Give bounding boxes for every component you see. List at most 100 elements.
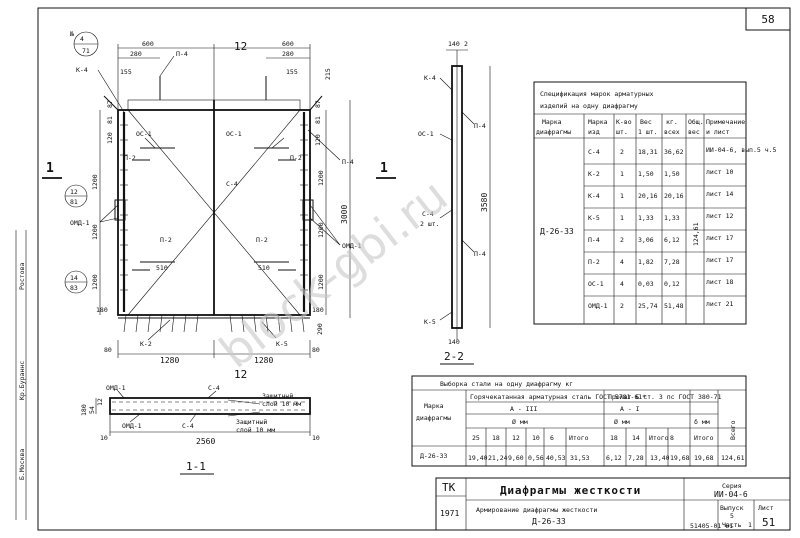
steel-val1-0: 19,40 — [468, 454, 488, 462]
spec-cell-2-1: 1 — [620, 192, 624, 200]
s22-dim-top-0: 140 — [448, 40, 460, 48]
spec-cell-7-1: 2 — [620, 302, 624, 310]
spec-h-2: К-во — [616, 118, 632, 126]
spec-cell-4-4: лист 17 — [706, 234, 733, 242]
spec-cell-4-1: 2 — [620, 236, 624, 244]
title-block: ТК 1971 Диафрагмы жесткости Армирование … — [435, 477, 791, 531]
steel-dia1-3: 10 — [532, 434, 540, 442]
dim-top-6: 215 — [324, 68, 332, 80]
spec-diaphragm: Д-26-33 — [540, 227, 574, 236]
dim-v-5: 120 — [314, 134, 322, 146]
s11-edge-left: 10 — [100, 434, 108, 442]
steel-dia1-1: 18 — [492, 434, 500, 442]
section-mark-1-right: 1 — [380, 161, 388, 176]
steel-dia1-0: 25 — [472, 434, 480, 442]
callout-oc1-left: ОС-1 — [136, 130, 152, 138]
callout-omd-right: ОМД-1 — [342, 242, 362, 250]
dim-bottom-6: 290 — [316, 323, 324, 335]
node-top-num: 4 — [80, 35, 84, 43]
callout-p2-left-bottom: П-2 — [160, 236, 172, 244]
tb-org: ТК — [442, 481, 456, 494]
spec-cell-1-4: лист 10 — [706, 168, 733, 176]
steel-total3: 19,68 — [694, 454, 714, 462]
dim-v-4: 81 — [314, 116, 322, 124]
steel-title: Выборка стали на одну диафрагму кг — [440, 380, 573, 388]
spec-h2-0: диафрагмы — [536, 128, 571, 136]
side-label-1: Кр.Бураннс — [18, 361, 26, 400]
spec-cell-3-0: К-5 — [588, 214, 600, 222]
sheet-frame — [37, 7, 791, 531]
spec-cell-5-2: 1,82 — [638, 258, 654, 266]
dim-bottom-3: 80 — [312, 346, 320, 354]
spec-cell-6-4: лист 18 — [706, 278, 733, 286]
steel-val2-0: 6,12 — [606, 454, 622, 462]
spec-cell-1-0: К-2 — [588, 170, 600, 178]
steel-grand-header: Всего — [729, 420, 737, 440]
spec-total-weight: 124,61 — [692, 222, 700, 246]
callout-k2-bottom: К-2 — [140, 340, 152, 348]
spec-title-2: изделий на одну диафрагму — [540, 102, 638, 110]
s22-label-k4: К-4 — [424, 74, 436, 82]
steel-dia1-4: 6 — [550, 434, 554, 442]
spec-h2-4: всех — [664, 128, 680, 136]
spec-h-0: Марка — [542, 118, 562, 126]
spec-cell-0-0: С-4 — [588, 148, 600, 156]
spec-table: Спецификация марок арматурных изделий на… — [533, 81, 777, 325]
callout-p2-right-bottom: П-2 — [256, 236, 268, 244]
callout-oc1-right: ОС-1 — [226, 130, 242, 138]
steel-val2-1: 7,28 — [628, 454, 644, 462]
s22-label-oc1: ОС-1 — [418, 130, 434, 138]
spec-cell-0-1: 2 — [620, 148, 624, 156]
s22-label-p4-bot: П-4 — [474, 250, 486, 258]
spec-h-4: кг. — [666, 118, 678, 126]
node-bot-sheet: 83 — [70, 284, 78, 292]
spec-h2-1: изд — [588, 128, 600, 136]
s22-label-c4: С-4 — [422, 210, 434, 218]
node-bot-num: 14 — [70, 274, 78, 282]
spec-cell-5-1: 4 — [620, 258, 624, 266]
callout-omd-left: ОМД-1 — [70, 219, 90, 227]
tb-sheet: 51 — [762, 516, 775, 529]
dim-top-4: 155 — [120, 68, 132, 76]
dim-v-0: 87 — [106, 100, 114, 108]
sheet-number: 58 — [761, 13, 774, 26]
steel-val1-1: 21,24 — [488, 454, 508, 462]
section-mark-2-top: 12 — [234, 40, 247, 53]
s11-width: 2560 — [196, 437, 215, 446]
steel-grand: 124,61 — [721, 454, 745, 462]
steel-val1-2: 9,60 — [508, 454, 524, 462]
spec-cell-4-2: 3,06 — [638, 236, 654, 244]
s11-cover-top2: слой 10 мм — [262, 400, 301, 408]
side-label-0: Ростова — [18, 263, 26, 290]
s11-cover-bot: Защитный — [236, 418, 267, 426]
spec-h2-3: 1 шт. — [638, 128, 658, 136]
steel-mark: Д-26-33 — [420, 452, 447, 460]
steel-dia3-0: 8 — [670, 434, 674, 442]
node-top-sheet: 71 — [82, 47, 90, 55]
s22-overall: 3580 — [480, 193, 489, 212]
steel-dia1-2: 12 — [512, 434, 520, 442]
spec-cell-2-3: 20,16 — [664, 192, 684, 200]
steel-total3-header: Итого — [694, 434, 714, 442]
s11-dim-left-1: 54 — [88, 406, 96, 414]
spec-h-5: Общ. — [688, 118, 704, 126]
dim-v-3: 87 — [314, 100, 322, 108]
node-mid-sheet: 81 — [70, 198, 78, 206]
tb-year: 1971 — [440, 509, 459, 518]
steel-total2-header: Итого — [649, 434, 669, 442]
steel-table: Выборка стали на одну диафрагму кг Марка… — [411, 375, 747, 467]
tb-issue-label: Выпуск — [720, 504, 744, 512]
spec-cell-6-3: 0,12 — [664, 280, 680, 288]
callout-p4-top: П-4 — [176, 50, 188, 58]
dim-top-5: 155 — [286, 68, 298, 76]
spec-h-1: Марка — [588, 118, 608, 126]
s11-dim-left-0: 180 — [80, 404, 88, 416]
steel-class-1: А - III — [510, 405, 537, 413]
callout-k5-bottom: К-5 — [276, 340, 288, 348]
dim-top-1: 600 — [282, 40, 294, 48]
spec-cell-5-3: 7,28 — [664, 258, 680, 266]
left-margin: Ростова Кр.Бураннс Б.Москва — [15, 230, 27, 520]
dim-left-0: 1200 — [91, 174, 99, 190]
node-callout-mid: 12 81 — [64, 184, 88, 208]
